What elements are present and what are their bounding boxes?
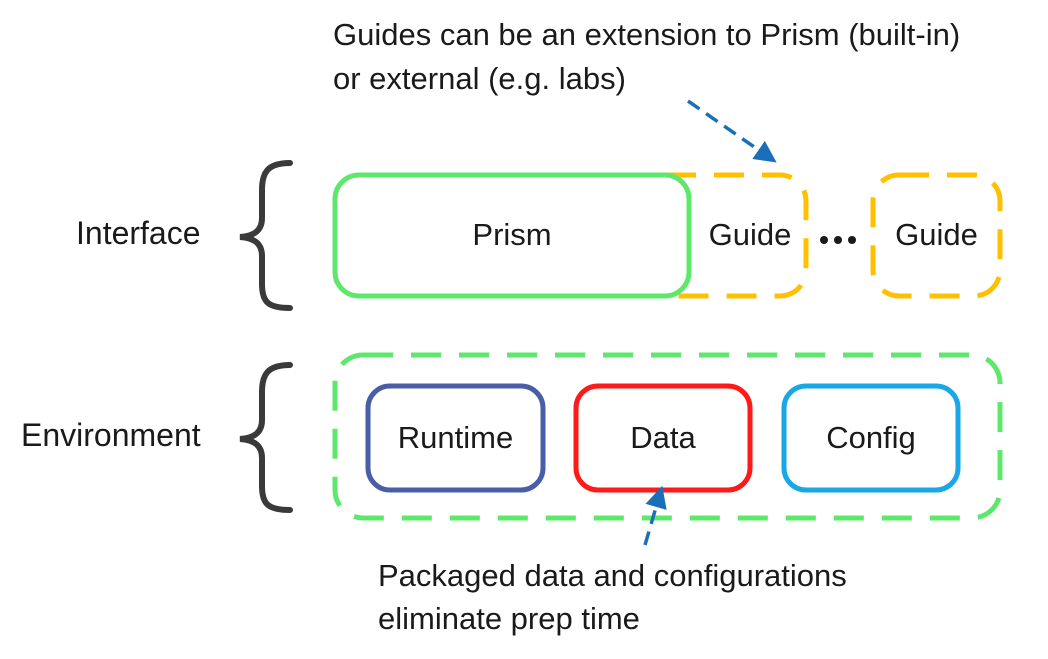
ellipsis-dot (848, 236, 856, 244)
guide-external-label: Guide (895, 217, 978, 252)
config-label: Config (826, 420, 916, 455)
runtime-label: Runtime (397, 420, 514, 455)
interface-brace (239, 160, 293, 311)
runtime-box (365, 383, 546, 493)
top-annotation-arrow (687, 99, 777, 163)
interface-label: Interface (76, 215, 201, 251)
ellipsis-dot (820, 236, 828, 244)
config-box (781, 383, 961, 493)
bottom-annotation-arrow (643, 485, 667, 546)
bottom-annotation-line2: eliminate prep time (378, 601, 640, 636)
top-annotation-line1: Guides can be an extension to Prism (bui… (333, 17, 961, 52)
environment-brace (239, 362, 293, 513)
prism-label: Prism (472, 217, 552, 252)
environment-container (332, 352, 1003, 521)
guide-builtin-label: Guide (708, 217, 792, 252)
environment-label: Environment (21, 417, 201, 453)
data-label: Data (630, 420, 696, 455)
ellipsis-dot (834, 236, 842, 244)
bottom-annotation-line1: Packaged data and configurations (378, 558, 847, 593)
prism-box (332, 172, 692, 299)
top-annotation-line2: or external (e.g. labs) (333, 61, 626, 96)
guide-external-box (870, 172, 1003, 299)
